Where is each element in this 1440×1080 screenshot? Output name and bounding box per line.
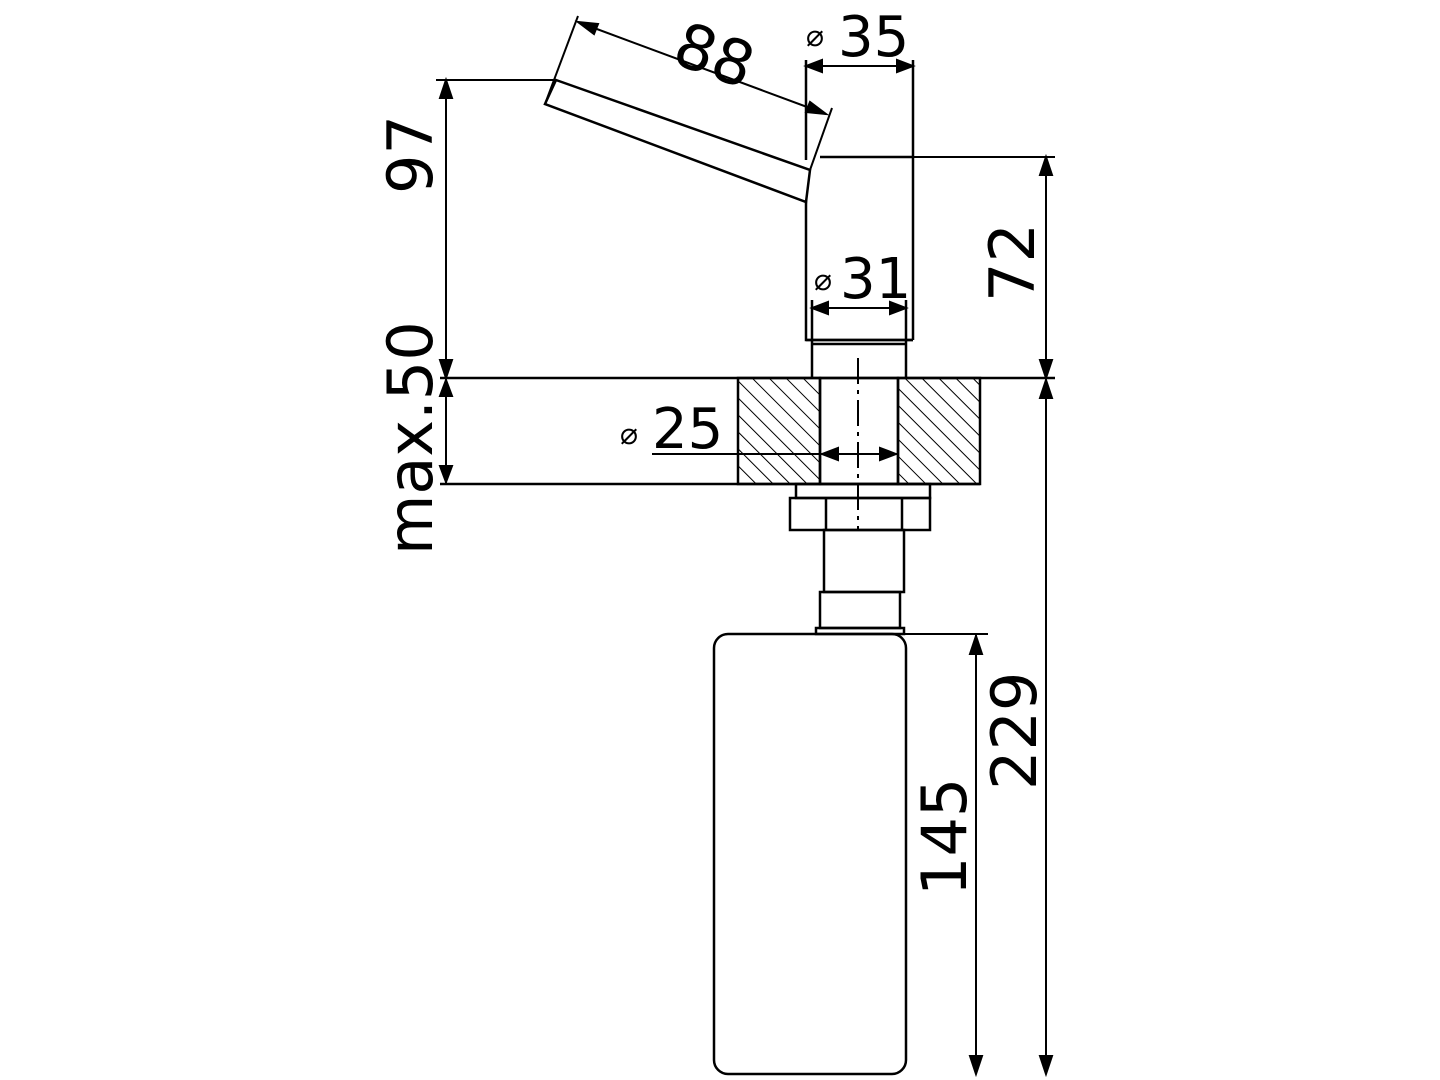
dim-hole-diameter-label: 25 bbox=[652, 397, 723, 462]
dim-spout-height bbox=[436, 76, 556, 382]
pump-tube bbox=[814, 528, 906, 636]
dim-shaft-diameter bbox=[809, 300, 909, 316]
dim-total-below bbox=[1038, 376, 1054, 1078]
dim-bottle-height bbox=[904, 632, 988, 1078]
dim-shaft-diameter-symbol: ⌀ bbox=[814, 263, 832, 298]
countertop-section bbox=[440, 376, 1055, 486]
spout bbox=[543, 78, 812, 204]
dim-spout-height-label: 97 bbox=[374, 115, 447, 194]
dim-countertop-thickness bbox=[438, 377, 454, 485]
dim-hole-diameter-symbol: ⌀ bbox=[620, 417, 638, 452]
dim-shaft-diameter-label: 31 bbox=[840, 247, 911, 312]
dim-spout-length bbox=[544, 15, 833, 171]
dim-head-height-label: 72 bbox=[976, 223, 1049, 302]
dim-head-diameter bbox=[803, 58, 916, 74]
soap-bottle bbox=[712, 632, 908, 1076]
dim-countertop-thickness-label: max.50 bbox=[374, 321, 447, 555]
dim-head-diameter-label: 35 bbox=[838, 5, 909, 70]
dim-head-diameter-symbol: ⌀ bbox=[806, 19, 824, 54]
dim-total-below-label: 229 bbox=[978, 672, 1051, 790]
dim-hole-diameter bbox=[652, 446, 899, 462]
dispenser-head bbox=[804, 60, 915, 342]
dim-spout-length-label: 88 bbox=[665, 7, 764, 103]
mounting-nut bbox=[788, 482, 932, 532]
shaft bbox=[810, 300, 908, 378]
dim-bottle-height-label: 145 bbox=[908, 778, 981, 896]
dim-head-height bbox=[913, 153, 1055, 382]
